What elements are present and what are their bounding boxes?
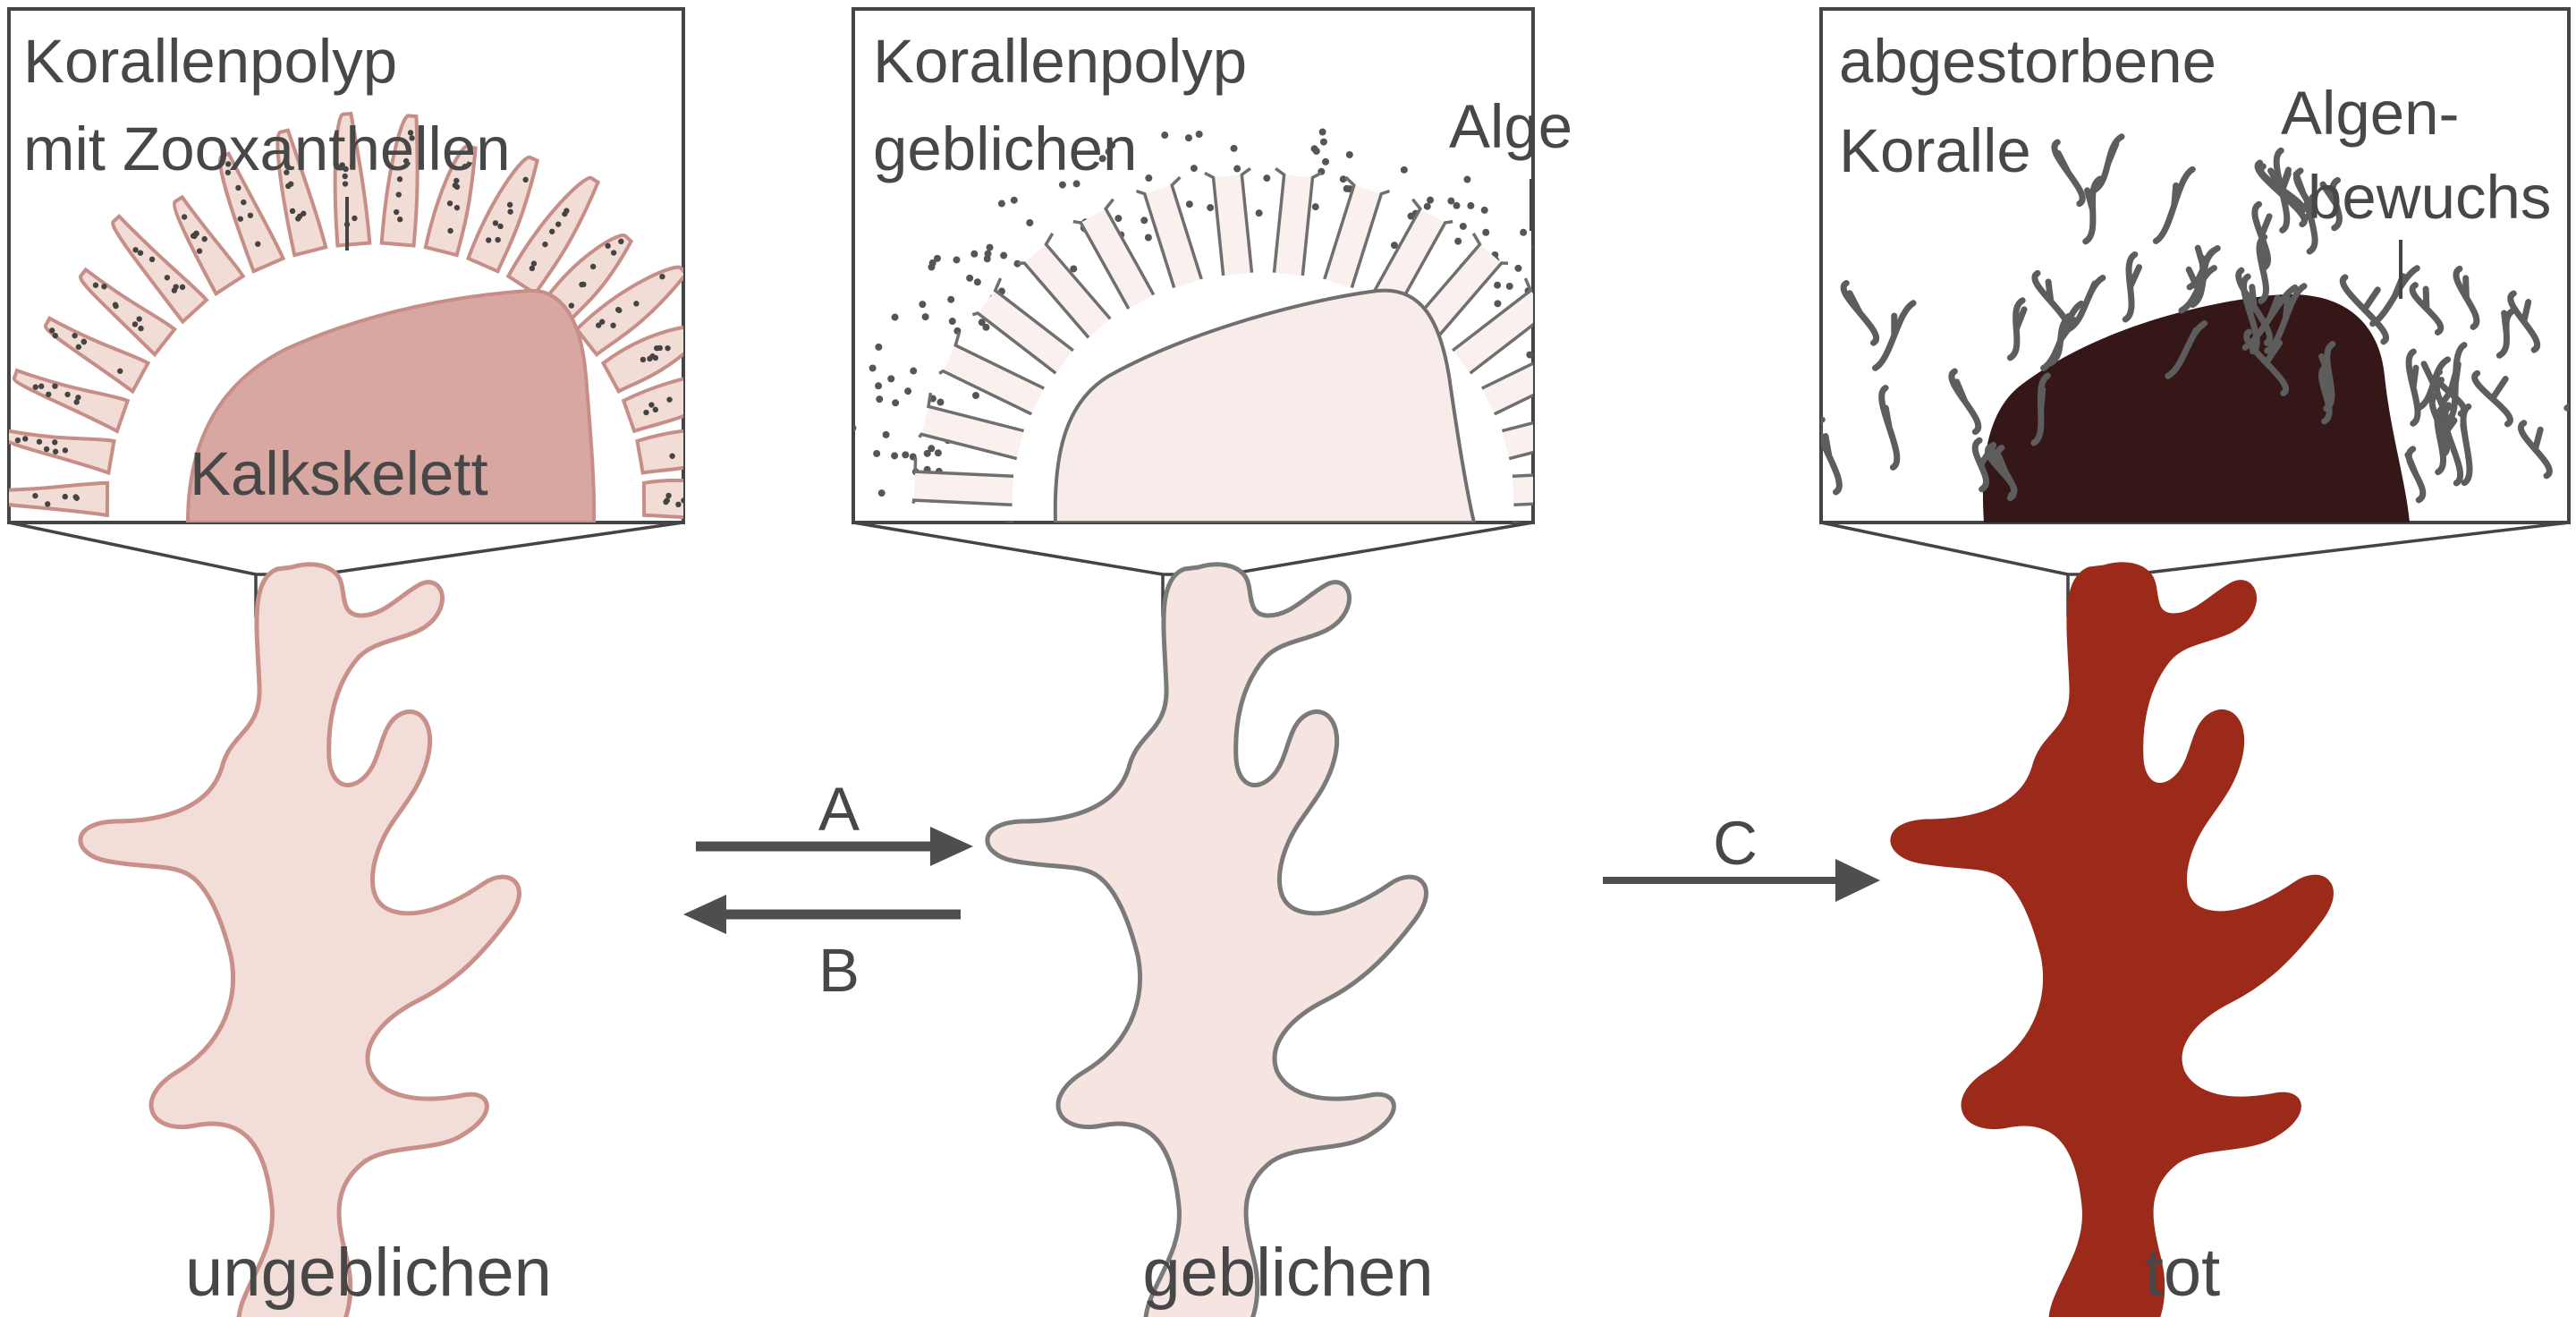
stage-label-tot: tot [2145, 1235, 2221, 1311]
coral-geblichen [987, 565, 1427, 1317]
zoom-box: Korallenpolyp mit Zooxanthellen Kalkskel… [7, 7, 685, 524]
limestone-skeleton [185, 288, 597, 523]
box-title-line2: geblichen [873, 115, 1137, 183]
bleached-tentacles [911, 166, 1533, 523]
arrow-a-label: A [818, 775, 860, 844]
stage-label-geblichen: geblichen [1142, 1235, 1433, 1311]
coral-tot [1893, 565, 2332, 1317]
stage-label-ungeblichen: ungeblichen [185, 1235, 552, 1311]
arrow-b-label: B [818, 936, 860, 1005]
panel-ungeblichen: Korallenpolyp mit Zooxanthellen Kalkskel… [7, 7, 685, 1317]
bleached-skeleton [1053, 288, 1477, 523]
dead-skeleton [1982, 293, 2410, 523]
arrow-c-label: C [1713, 809, 1758, 878]
box-title-line2: Koralle [1839, 116, 2031, 185]
kalkskelett-label: Kalkskelett [190, 439, 488, 508]
zoom-box: abgestorbene Koralle Algen- bewuchs [1819, 7, 2571, 524]
box-title-line2: mit Zooxanthellen [23, 115, 511, 183]
zoom-connector [1820, 521, 2570, 617]
algenbewuchs-label-line1: Algen- [2281, 79, 2459, 148]
panel-geblichen: Korallenpolyp geblichen Alge geblichen [852, 7, 1572, 1317]
panel-tot: abgestorbene Koralle Algen- bewuchs tot [1819, 7, 2571, 1317]
zoom-box: Korallenpolyp geblichen Alge [852, 7, 1572, 524]
box-title-line1: abgestorbene [1839, 27, 2216, 96]
box-title-line1: Korallenpolyp [23, 27, 397, 96]
algae-growth [1821, 133, 2569, 504]
coral-ungeblichen [80, 565, 520, 1317]
arrow-b: B [683, 895, 961, 1005]
arrow-a: A [696, 775, 973, 866]
alge-label: Alge [1449, 92, 1572, 161]
box-title-line1: Korallenpolyp [873, 27, 1247, 96]
arrow-c: C [1603, 809, 1880, 902]
algenbewuchs-label-line2: bewuchs [2308, 163, 2551, 232]
